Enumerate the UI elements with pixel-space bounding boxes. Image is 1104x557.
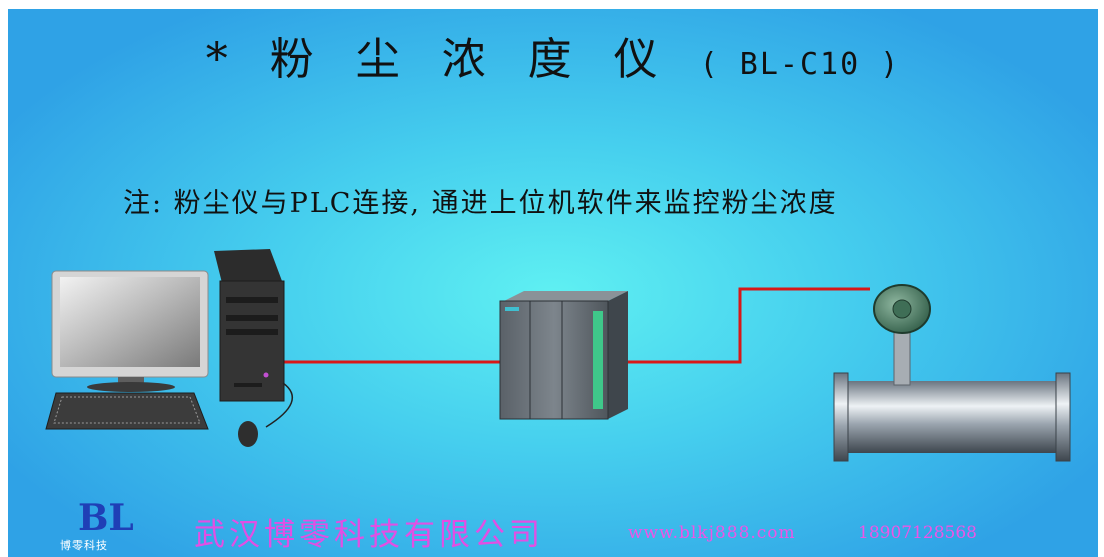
title-text: * 粉 尘 浓 度 仪 [205, 34, 672, 85]
company-logo: BL 博零科技 [56, 497, 148, 557]
cable-plc-sensor [618, 287, 870, 364]
diagram-canvas: * 粉 尘 浓 度 仪 ( BL-C10 ) 注: 粉尘仪与PLC连接, 通进上… [8, 9, 1098, 557]
dust-sensor-icon [873, 284, 931, 386]
logo-text: 博零科技 [60, 539, 108, 552]
website-link[interactable]: www.blkj888.com [628, 523, 796, 543]
computer-monitor-icon [51, 270, 209, 392]
keyboard-icon [45, 392, 209, 430]
mouse-icon [238, 382, 293, 447]
pipe-icon [833, 372, 1071, 462]
company-name: 武汉博零科技有限公司 [194, 517, 544, 553]
note-text: 注: 粉尘仪与PLC连接, 通进上位机软件来监控粉尘浓度 [123, 188, 838, 219]
phone-number: 18907128568 [858, 523, 977, 543]
logo-mark: BL [78, 497, 134, 539]
page-title: * 粉 尘 浓 度 仪 ( BL-C10 ) [8, 23, 1098, 87]
connection-diagram [45, 249, 1071, 462]
pc-tower-icon [214, 249, 285, 402]
title-model: ( BL-C10 ) [699, 47, 901, 82]
plc-controller-icon [499, 291, 628, 420]
